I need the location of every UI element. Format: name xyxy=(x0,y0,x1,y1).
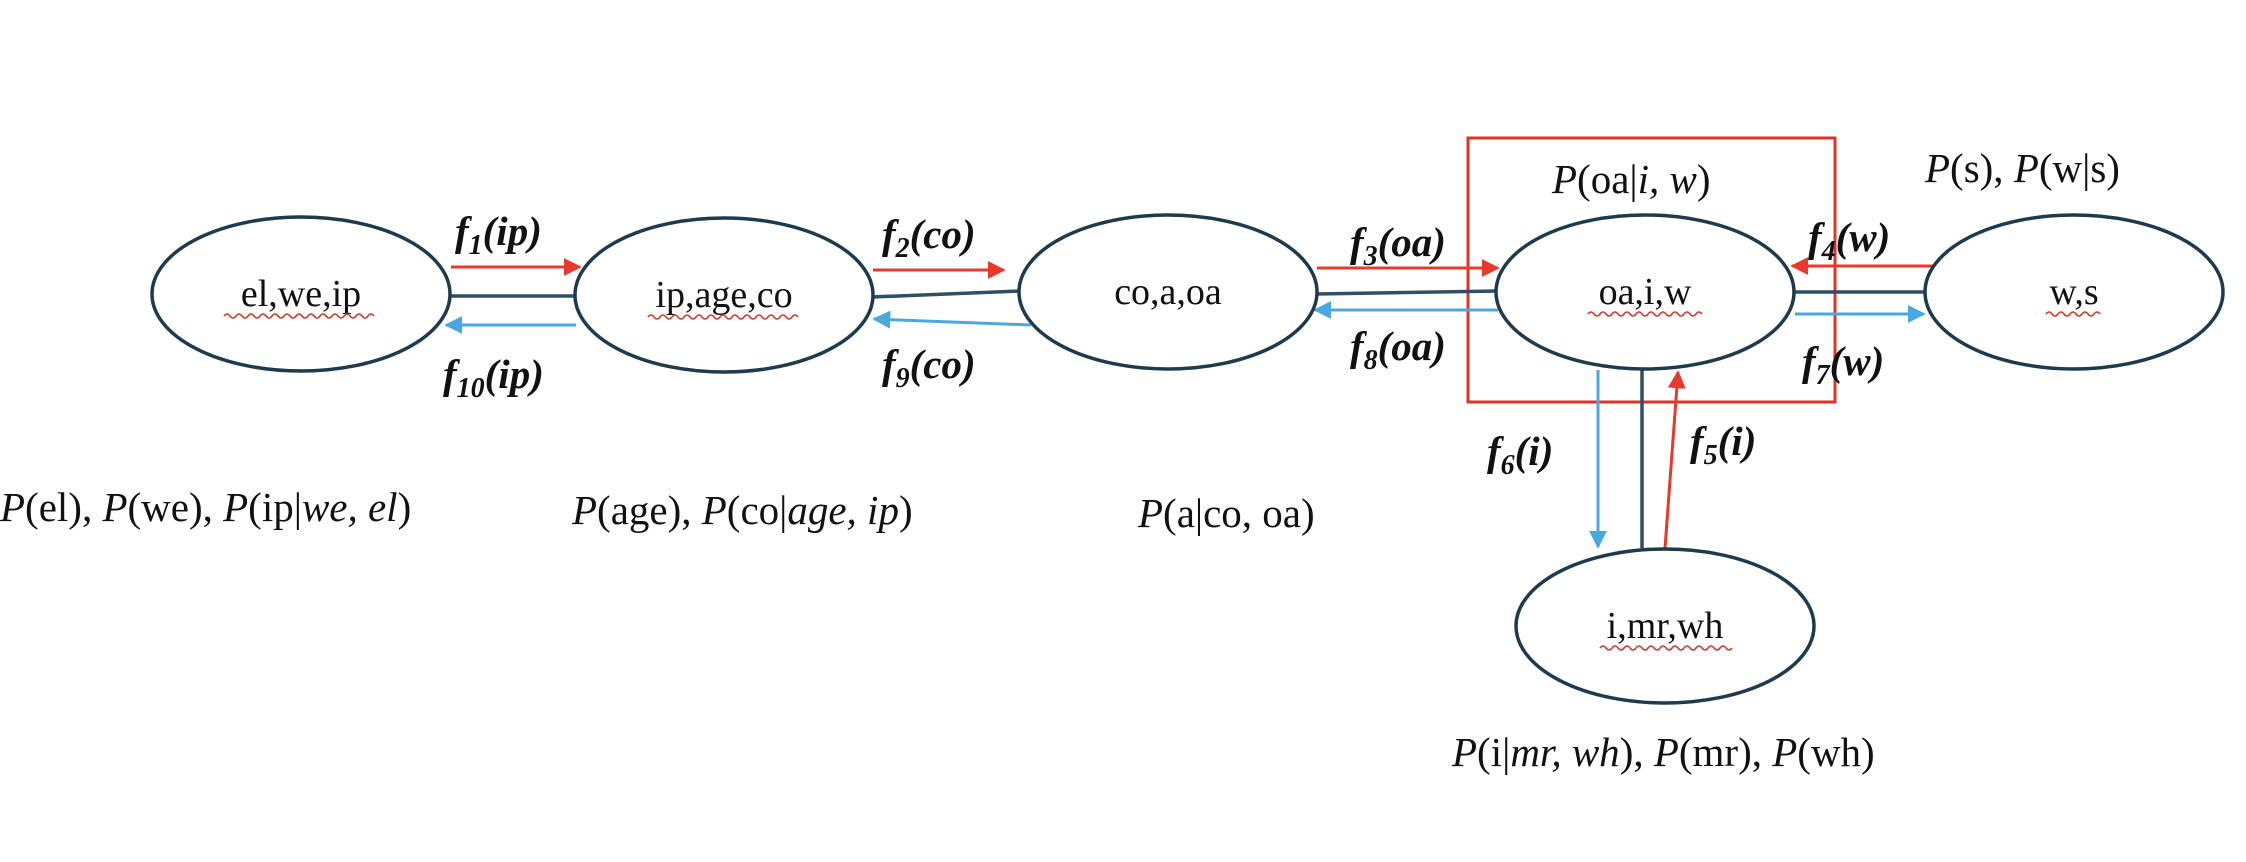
message-label-f8: f8(oa) xyxy=(1350,323,1446,376)
nodes: el,we,ip ip,age,co co,a,oa oa,i,w w,s i,… xyxy=(150,213,2225,705)
node-ip-age-co: ip,age,co xyxy=(573,216,875,374)
node-ellipse xyxy=(150,215,452,373)
potential-label-n5: P(s), P(w|s) xyxy=(1924,145,2120,191)
spell-underline xyxy=(647,314,799,320)
arrow-f5 xyxy=(1663,370,1686,549)
message-label-f6: f6(i) xyxy=(1487,428,1553,481)
backward-arrows xyxy=(444,301,1926,549)
node-label: oa,i,w xyxy=(1599,271,1692,313)
edges xyxy=(450,289,1926,548)
forward-arrows xyxy=(451,257,1937,549)
spell-underline xyxy=(223,313,375,319)
node-i-mr-wh: i,mr,wh xyxy=(1514,547,1816,705)
message-label-f10: f10(ip) xyxy=(443,351,544,404)
edge-n3-n4 xyxy=(1315,289,1499,296)
message-label-f3: f3(oa) xyxy=(1350,219,1446,272)
node-label: w,s xyxy=(2049,271,2098,313)
potential-label-n6: P(i|mr, wh), P(mr), P(wh) xyxy=(1451,729,1875,775)
message-label-f2: f2(co) xyxy=(882,211,976,264)
node-label: co,a,oa xyxy=(1114,271,1222,313)
node-ellipse xyxy=(1494,213,1796,371)
spell-underline xyxy=(2045,311,2101,317)
node-ellipse xyxy=(573,216,875,374)
highlight-box xyxy=(1466,136,1837,404)
message-label-f9: f9(co) xyxy=(882,341,976,394)
message-label-f4: f4(w) xyxy=(1808,214,1890,267)
node-label: i,mr,wh xyxy=(1607,605,1724,647)
node-w-s: w,s xyxy=(1923,213,2225,371)
node-ellipse xyxy=(1514,547,1816,705)
node-ellipse xyxy=(1923,213,2225,371)
potential-labels: P(el), P(we), P(ip|we, el) P(age), P(co|… xyxy=(0,145,2120,775)
spell-underline xyxy=(1599,645,1733,651)
potential-label-n2: P(age), P(co|age, ip) xyxy=(571,487,913,533)
message-labels: f1(ip) f2(co) f3(oa) f4(w) f5(i) f6(i) f… xyxy=(443,208,1890,481)
arrow-f9 xyxy=(872,310,1032,329)
potential-label-n4: P(oa|i, w) xyxy=(1551,156,1711,202)
node-co-a-oa: co,a,oa xyxy=(1017,213,1319,371)
node-label: el,we,ip xyxy=(241,273,361,315)
node-ellipse xyxy=(1017,213,1319,371)
message-label-f7: f7(w) xyxy=(1802,338,1884,391)
potential-label-n1: P(el), P(we), P(ip|we, el) xyxy=(0,484,411,530)
node-oa-i-w: oa,i,w xyxy=(1494,213,1796,371)
node-el-we-ip: el,we,ip xyxy=(150,215,452,373)
node-label: ip,age,co xyxy=(655,274,792,316)
potential-label-n3: P(a|co, oa) xyxy=(1137,490,1315,536)
edge-n2-n3 xyxy=(871,289,1022,299)
message-label-f1: f1(ip) xyxy=(455,208,542,261)
spell-underline xyxy=(1587,311,1703,317)
message-label-f5: f5(i) xyxy=(1690,418,1756,471)
